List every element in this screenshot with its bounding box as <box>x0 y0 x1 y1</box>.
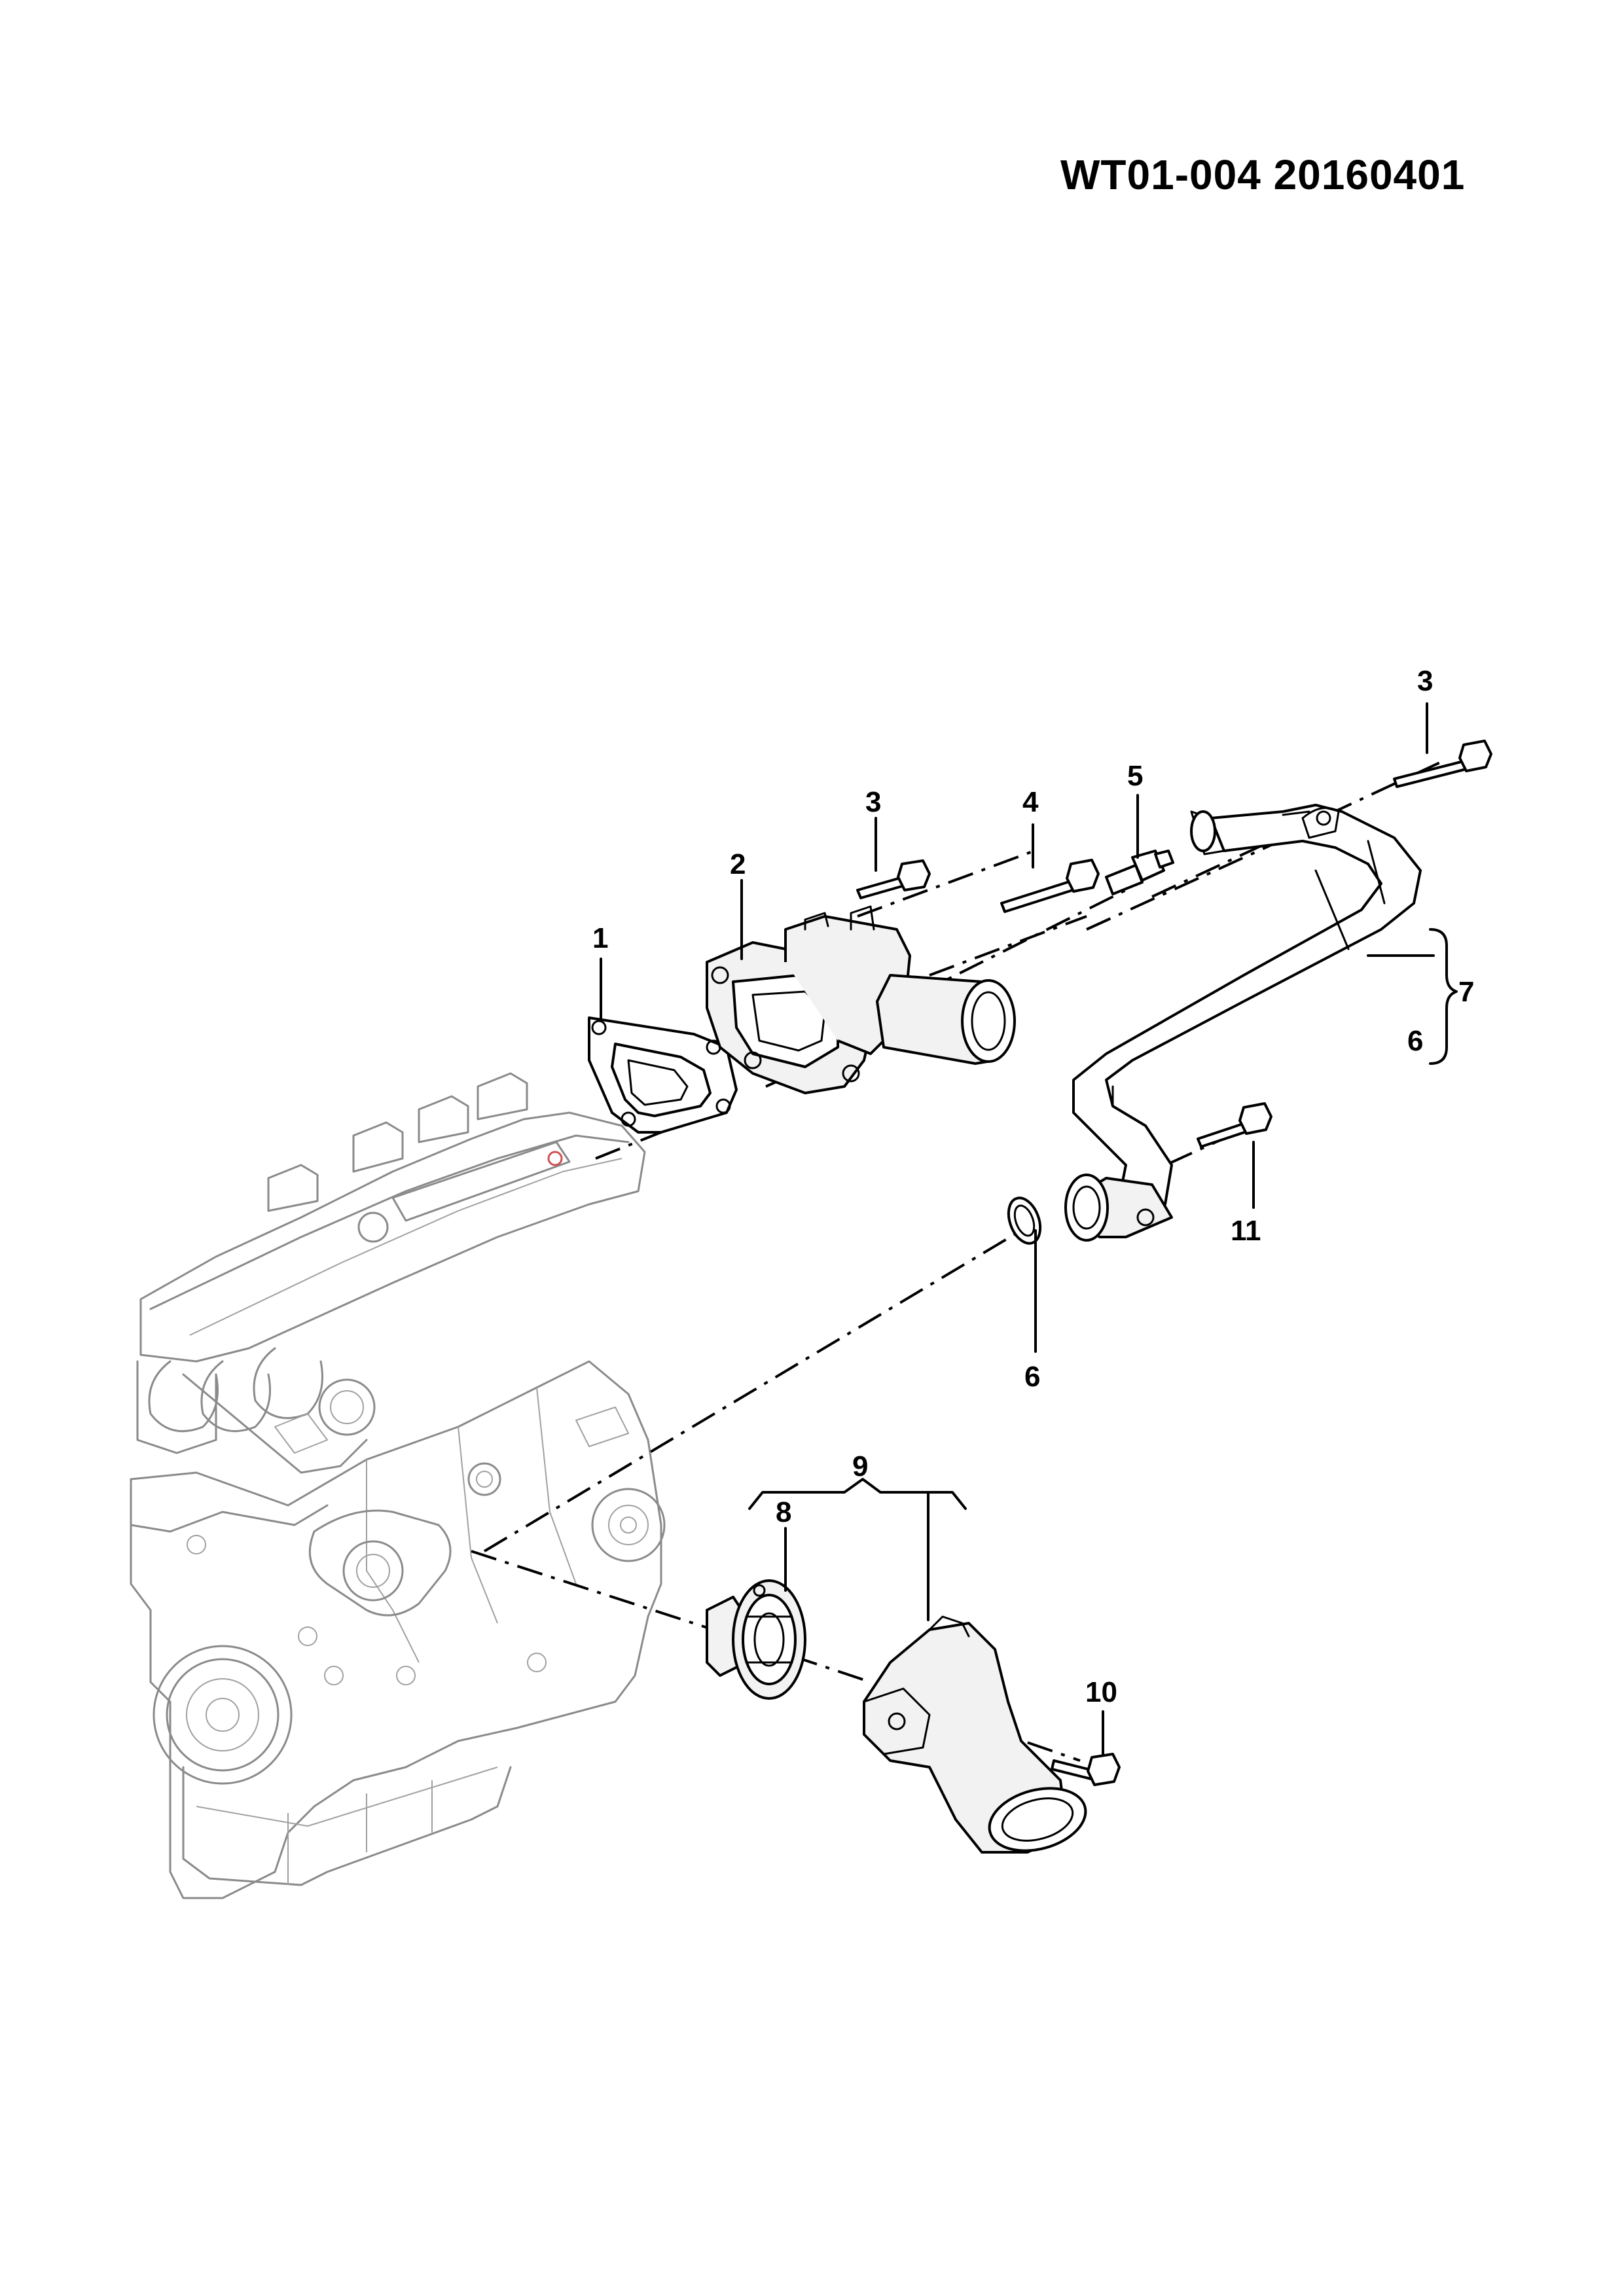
callout-7: 7 <box>1458 976 1474 1008</box>
callout-9: 9 <box>852 1450 868 1482</box>
callout-numbers: 1 2 3 3 4 5 7 6 6 11 9 8 10 <box>592 665 1474 1708</box>
gasket-part-1 <box>588 1016 738 1134</box>
callout-3-pipe-bolt: 3 <box>1417 665 1433 697</box>
callout-6-o-ring: 6 <box>1024 1361 1040 1393</box>
callout-leader-lines <box>600 702 1458 1755</box>
bolt-part-10 <box>1051 1753 1121 1786</box>
bolt-part-4 <box>1000 859 1100 913</box>
o-ring-part-6 <box>1007 1196 1042 1245</box>
callout-10: 10 <box>1085 1676 1117 1708</box>
coolant-pipe-part-7 <box>1064 804 1422 1242</box>
callout-3-housing-bolt: 3 <box>865 786 881 818</box>
assembly-center-lines <box>471 761 1441 1762</box>
callout-5: 5 <box>1127 760 1143 792</box>
thermostat-housing-part-9 <box>863 1615 1087 1854</box>
callout-1: 1 <box>592 922 608 954</box>
callout-4: 4 <box>1022 786 1039 818</box>
callout-6-pipe: 6 <box>1407 1025 1423 1057</box>
temperature-sensor-part-5 <box>1105 850 1174 895</box>
bolt-part-3-pipe <box>1393 740 1492 788</box>
bolt-part-11 <box>1197 1102 1272 1148</box>
engine-block-illustration <box>130 1072 666 1899</box>
coolant-outlet-housing-part-2 <box>706 905 1016 1094</box>
callout-11: 11 <box>1231 1215 1261 1247</box>
callout-8: 8 <box>776 1496 791 1528</box>
bolt-part-3-housing <box>856 859 931 899</box>
diagram-reference-code: WT01-004 20160401 <box>1060 151 1466 198</box>
thermostat-part-8 <box>706 1579 806 1700</box>
callout-2: 2 <box>730 848 746 880</box>
